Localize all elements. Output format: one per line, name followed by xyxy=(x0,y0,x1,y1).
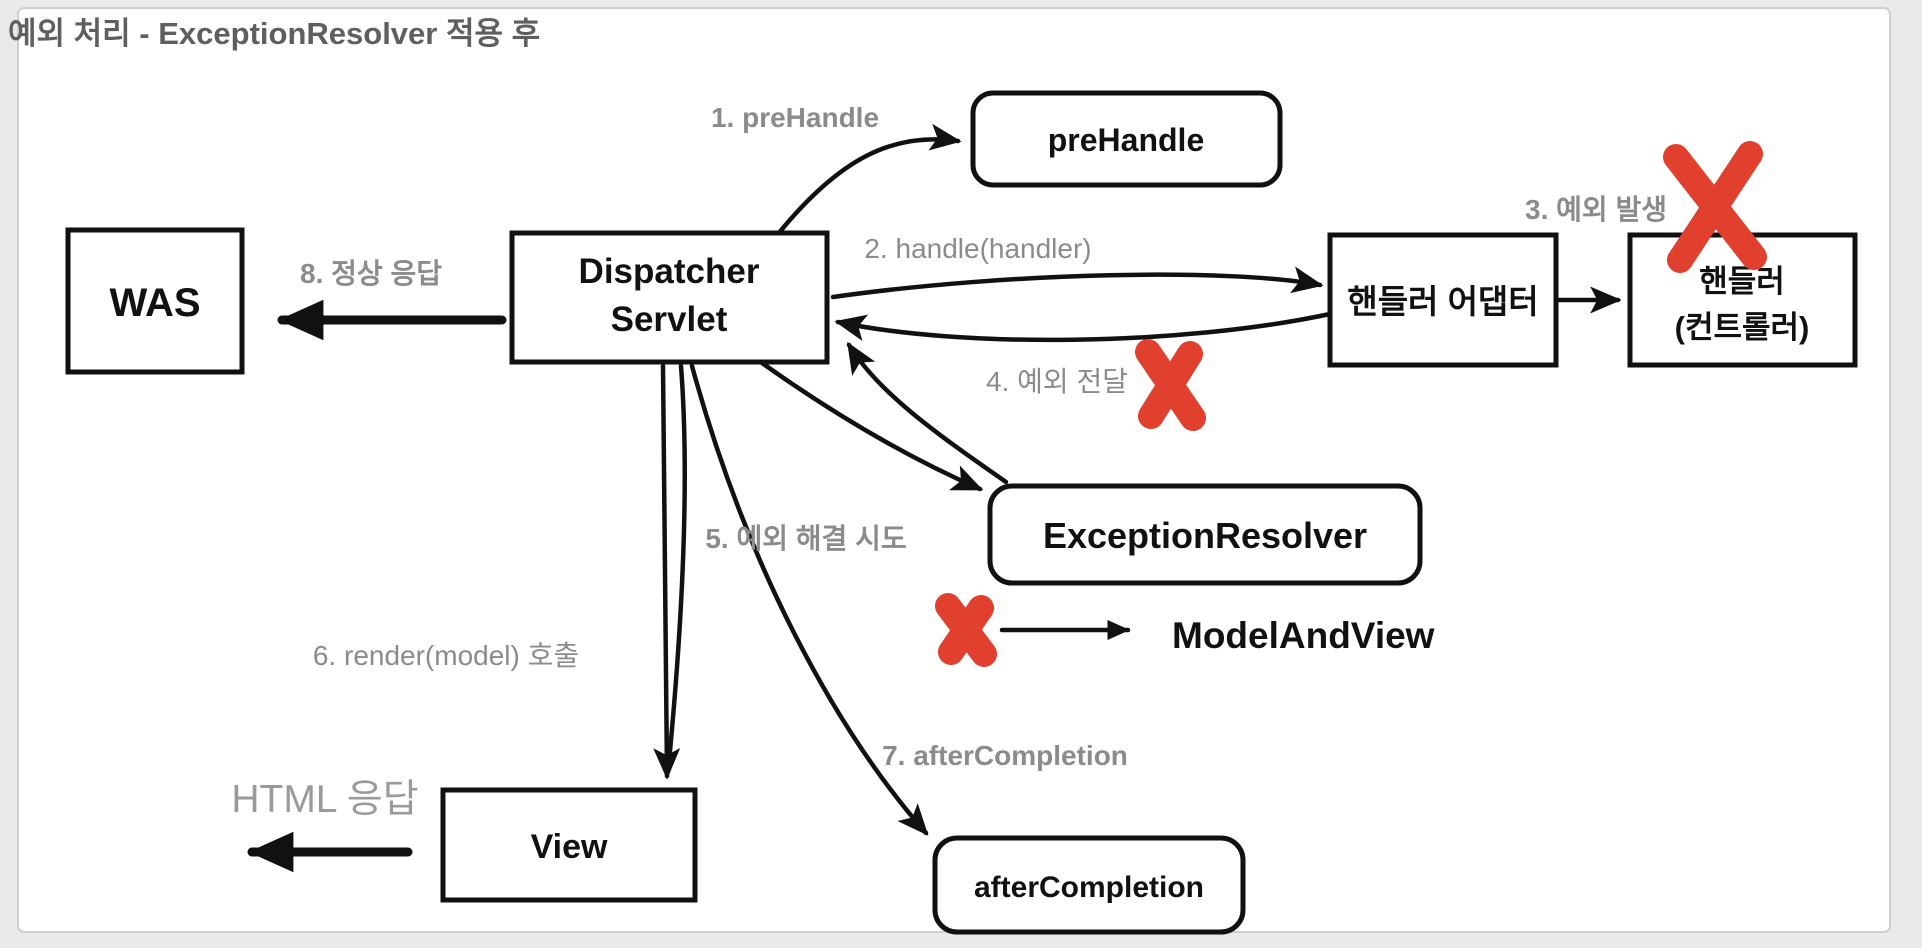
was-box-label: WAS xyxy=(109,281,200,325)
arrow-step5-return xyxy=(846,341,1009,485)
label-step7: 7. afterCompletion xyxy=(882,740,1128,771)
arrow-step7 xyxy=(689,363,929,836)
page-title: 예외 처리 - ExceptionResolver 적용 후 xyxy=(8,16,540,51)
view-box: View xyxy=(440,787,698,903)
red-x-modelandview-icon xyxy=(935,593,997,667)
arrow-step6 xyxy=(653,363,681,780)
label-step6: 6. render(model) 호출 xyxy=(313,640,579,671)
after-completion-box: afterCompletion xyxy=(932,835,1246,935)
dispatcher-servlet-box: Dispatcher Servlet xyxy=(509,230,830,365)
after-completion-box-label: afterCompletion xyxy=(974,871,1204,904)
handler-box-line2: (컨트롤러) xyxy=(1675,310,1810,345)
label-step3: 3. 예외 발생 xyxy=(1525,194,1667,225)
labels-layer: 1. preHandle 2. handle(handler) 3. 예외 발생… xyxy=(231,102,1667,821)
handler-adapter-box-label: 핸들러 어댑터 xyxy=(1347,283,1538,320)
label-step8: 8. 정상 응답 xyxy=(300,258,442,289)
label-step1: 1. preHandle xyxy=(711,102,879,133)
arrows-layer xyxy=(247,123,1622,873)
dispatcher-servlet-line2: Servlet xyxy=(611,300,728,339)
model-and-view-label: ModelAndView xyxy=(1172,615,1435,656)
arrow-step1 xyxy=(775,123,962,237)
prehandle-box: preHandle xyxy=(970,90,1283,188)
prehandle-box-label: preHandle xyxy=(1048,122,1204,158)
exception-resolver-box-label: ExceptionResolver xyxy=(1043,515,1367,556)
boxes-layer: WAS Dispatcher Servlet preHandle 핸들러 어댑터… xyxy=(65,90,1858,935)
label-step2: 2. handle(handler) xyxy=(864,233,1091,264)
red-x-handler-icon xyxy=(1663,141,1767,273)
label-step5: 5. 예외 해결 시도 xyxy=(705,523,906,554)
label-step4: 4. 예외 전달 xyxy=(986,366,1128,397)
arrow-step5-call xyxy=(759,360,984,492)
was-box: WAS xyxy=(65,227,245,375)
red-x-layer xyxy=(935,141,1767,667)
handler-adapter-box: 핸들러 어댑터 xyxy=(1327,232,1559,368)
label-html-response: HTML 응답 xyxy=(231,778,418,821)
arrow-step6-stroke2 xyxy=(665,363,687,775)
handler-box-line1: 핸들러 xyxy=(1699,264,1785,299)
dispatcher-servlet-line1: Dispatcher xyxy=(579,252,760,291)
view-box-label: View xyxy=(531,828,608,866)
arrow-step4 xyxy=(834,311,1333,343)
red-x-exception-forward-icon xyxy=(1135,339,1206,431)
arrow-step2 xyxy=(830,266,1324,300)
exception-resolver-box: ExceptionResolver xyxy=(987,483,1423,586)
